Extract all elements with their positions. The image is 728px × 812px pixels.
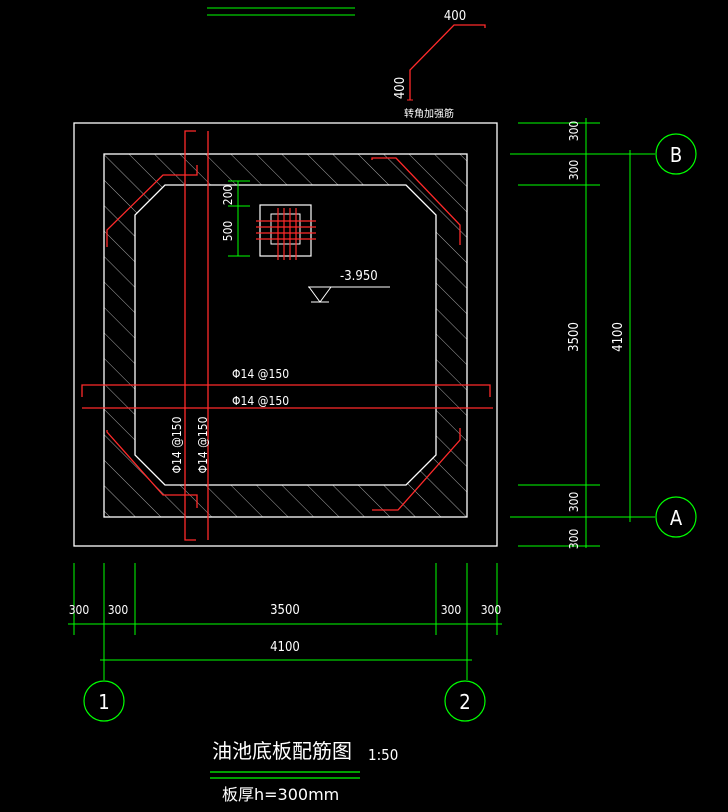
axis-bubble-A: A — [655, 496, 697, 538]
elevation-mark: -3.950 — [308, 269, 390, 303]
pit-inner-outline — [134, 184, 437, 486]
svg-text:1: 1 — [98, 690, 109, 714]
corner-vertical-dim: 400 — [393, 77, 408, 99]
right-dim-top-300: 300 — [567, 121, 581, 142]
rebar-label-top-x: Φ14 @150 — [232, 394, 289, 408]
axis-bubble-1: 1 — [83, 680, 125, 722]
rebar-label-bottom-x: Φ14 @150 — [232, 367, 289, 381]
svg-text:2: 2 — [459, 690, 470, 714]
bottom-dim-300-d: 300 — [481, 603, 502, 617]
bottom-dim-3500: 3500 — [270, 603, 300, 618]
outer-slab-outline — [73, 122, 498, 547]
right-dim-4100: 4100 — [611, 322, 626, 352]
bottom-dim-300-c: 300 — [441, 603, 462, 617]
right-dim-inner-top-300: 300 — [567, 160, 581, 181]
right-dim-bottom-300: 300 — [567, 529, 581, 550]
drawing-scale: 1:50 — [368, 746, 398, 764]
axis-bubble-B: B — [655, 133, 697, 175]
main-rebars — [81, 130, 493, 541]
bottom-dimension-lines — [68, 563, 502, 680]
sump-dim-500: 500 — [221, 221, 235, 242]
corner-rebar-label: 转角加强筋 — [404, 107, 454, 120]
sump-dim-200: 200 — [221, 185, 235, 206]
corner-horizontal-dim: 400 — [444, 9, 466, 24]
drawing-title: 油池底板配筋图 — [212, 739, 352, 763]
corner-rebar-detail: 400 400 转角加强筋 — [393, 9, 486, 120]
sump-detail: 200 500 — [221, 180, 316, 260]
bottom-dim-300-a: 300 — [69, 603, 90, 617]
svg-text:B: B — [670, 143, 682, 167]
wall-outline — [103, 153, 468, 518]
bottom-dim-4100: 4100 — [270, 640, 300, 655]
rebar-label-bottom-y: Φ14 @150 — [170, 416, 184, 473]
top-remnant-lines — [207, 7, 355, 16]
right-dim-inner-bottom-300: 300 — [567, 492, 581, 513]
wall-hatch — [104, 154, 467, 517]
corner-rebars — [106, 157, 461, 511]
title-block: 油池底板配筋图 1:50 板厚h=300mm — [210, 739, 398, 804]
right-dimension-lines — [510, 118, 655, 548]
svg-text:A: A — [670, 506, 683, 530]
right-dim-3500: 3500 — [567, 322, 582, 352]
elevation-label: -3.950 — [340, 269, 378, 284]
bottom-dim-300-b: 300 — [108, 603, 129, 617]
rebar-label-top-y: Φ14 @150 — [196, 416, 210, 473]
axis-bubble-2: 2 — [444, 680, 486, 722]
slab-thickness: 板厚h=300mm — [222, 785, 339, 804]
